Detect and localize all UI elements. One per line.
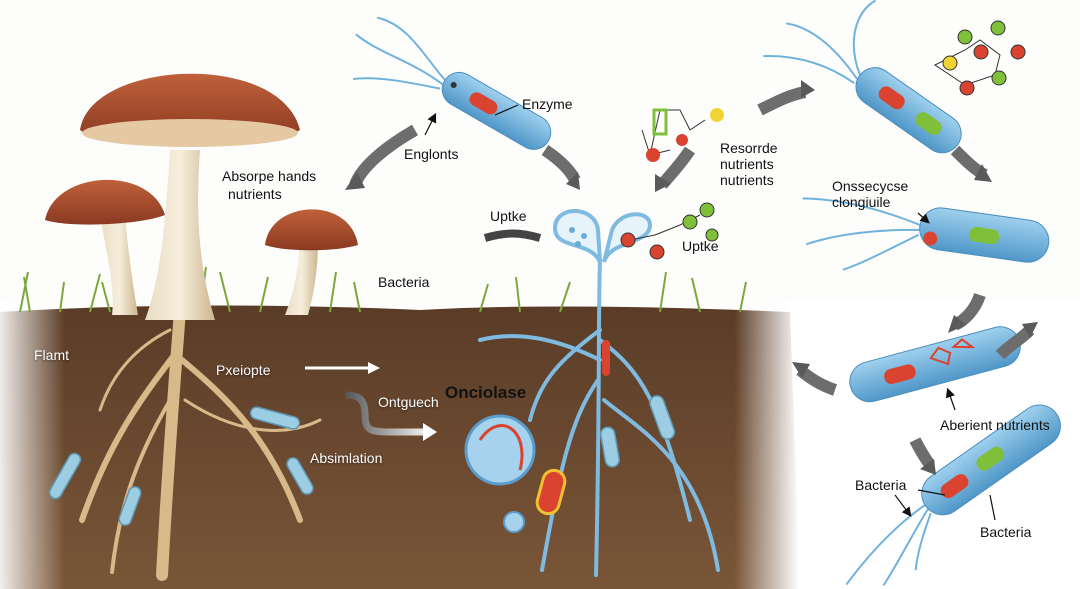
- fungal-hyphae: [478, 258, 720, 577]
- soil-bacteria: [48, 395, 676, 526]
- soil-arrows: [305, 362, 437, 441]
- molecule-top-right: [934, 20, 1026, 96]
- mushroom-small-left: [45, 179, 165, 315]
- label-uptake-right: Uptke: [682, 238, 719, 254]
- pointer-lines: [424, 104, 996, 521]
- arrow-uptake: [483, 229, 542, 242]
- arrow-to-top-right: [757, 86, 807, 116]
- label-absimlation: Absimlation: [310, 450, 383, 466]
- label-onciolase: Onciolase: [445, 383, 527, 402]
- bacterium-lower-right: [849, 326, 1021, 403]
- label-resource-line2: nutrients: [720, 156, 774, 172]
- mushroom-small-right: [265, 209, 358, 315]
- arrowheads: [345, 80, 1038, 475]
- label-ontguech: Ontguech: [378, 394, 439, 410]
- enzyme-capsule: [535, 468, 567, 516]
- molecule-center: [641, 108, 724, 162]
- mushroom-large: [80, 73, 300, 320]
- hyphal-enzyme: [602, 340, 610, 376]
- label-bacteria-lower-right: Bacteria: [980, 524, 1032, 540]
- label-flamt: Flamt: [34, 347, 69, 363]
- label-bacteria-top: Bacteria: [378, 274, 430, 290]
- label-enzyme: Enzyme: [522, 96, 573, 112]
- label-absorbe-line2: nutrients: [228, 186, 282, 202]
- cycle-arrows: [349, 86, 1035, 469]
- fungal-cell-circle: [464, 414, 536, 533]
- arrow-from-molecule: [657, 146, 695, 189]
- label-pxeiopte: Pxeiopte: [216, 362, 271, 378]
- molecule-uptake: [620, 202, 719, 260]
- label-resource-line3: nutrients: [720, 172, 774, 188]
- arrow-to-hyphae: [541, 145, 581, 183]
- label-englonts: Englonts: [404, 146, 459, 162]
- label-absorbe-line1: Absorpe hands: [222, 168, 317, 184]
- label-resource-line1: Resorrde: [720, 140, 778, 156]
- label-aberient: Aberient nutrients: [940, 417, 1050, 433]
- label-onsecycse-line2: clongiuile: [832, 194, 891, 210]
- plant-roots: [79, 304, 322, 581]
- bacterium-top-right: [763, 0, 962, 154]
- bacterium-top-center: [353, 16, 552, 150]
- bacterium-middle-right: [802, 197, 1050, 271]
- bacterium-bottom-right: [845, 404, 1061, 586]
- hyphal-tip-left: [552, 209, 602, 264]
- label-uptake-left: Uptke: [490, 208, 527, 224]
- label-onsecycse-line1: Onssecycse: [832, 178, 909, 194]
- label-bacteria-lower-left: Bacteria: [855, 477, 907, 493]
